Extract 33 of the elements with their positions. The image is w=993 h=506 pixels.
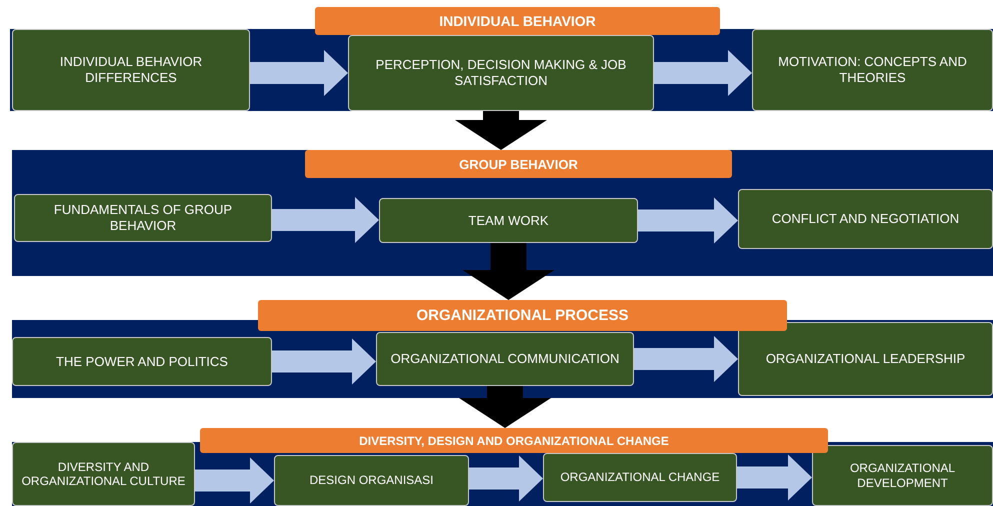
topic-box: ORGANIZATIONAL COMMUNICATION	[376, 332, 634, 386]
topic-box: PERCEPTION, DECISION MAKING & JOB SATISFACTION	[348, 35, 654, 111]
block-arrow	[459, 386, 551, 428]
topic-box: THE POWER AND POLITICS	[12, 337, 272, 386]
topic-box: ORGANIZATIONAL CHANGE	[543, 453, 737, 502]
section-band	[12, 428, 993, 506]
block-arrow	[455, 111, 547, 150]
block-arrow	[272, 197, 379, 243]
topic-box: INDIVIDUAL BEHAVIOR DIFFERENCES	[12, 29, 250, 111]
section-band	[12, 150, 993, 276]
topic-box: CONFLICT AND NEGOTIATION	[738, 189, 993, 249]
block-arrow	[462, 243, 554, 300]
topic-box: FUNDAMENTALS OF GROUP BEHAVIOR	[14, 194, 272, 242]
block-arrow	[250, 50, 348, 96]
block-arrow	[654, 50, 752, 96]
topic-box: DIVERSITY AND ORGANIZATIONAL CULTURE	[12, 442, 195, 506]
section-header: GROUP BEHAVIOR	[305, 150, 732, 178]
block-arrow	[469, 456, 543, 502]
section-band	[10, 7, 993, 111]
block-arrow	[638, 198, 738, 244]
block-arrow	[737, 454, 812, 500]
block-arrow	[272, 338, 376, 384]
block-arrow	[634, 336, 738, 382]
block-arrow	[195, 458, 274, 504]
topic-box: MOTIVATION: CONCEPTS AND THEORIES	[752, 29, 993, 111]
topic-box: ORGANIZATIONAL LEADERSHIP	[738, 322, 993, 396]
section-header: INDIVIDUAL BEHAVIOR	[315, 7, 720, 35]
topic-box: TEAM WORK	[379, 198, 638, 243]
section-header: ORGANIZATIONAL PROCESS	[258, 300, 787, 331]
topic-box: ORGANIZATIONAL DEVELOPMENT	[812, 445, 993, 506]
topic-box: DESIGN ORGANISASI	[274, 455, 469, 506]
section-band	[12, 300, 993, 398]
section-header: DIVERSITY, DESIGN AND ORGANIZATIONAL CHANGE	[200, 428, 828, 453]
